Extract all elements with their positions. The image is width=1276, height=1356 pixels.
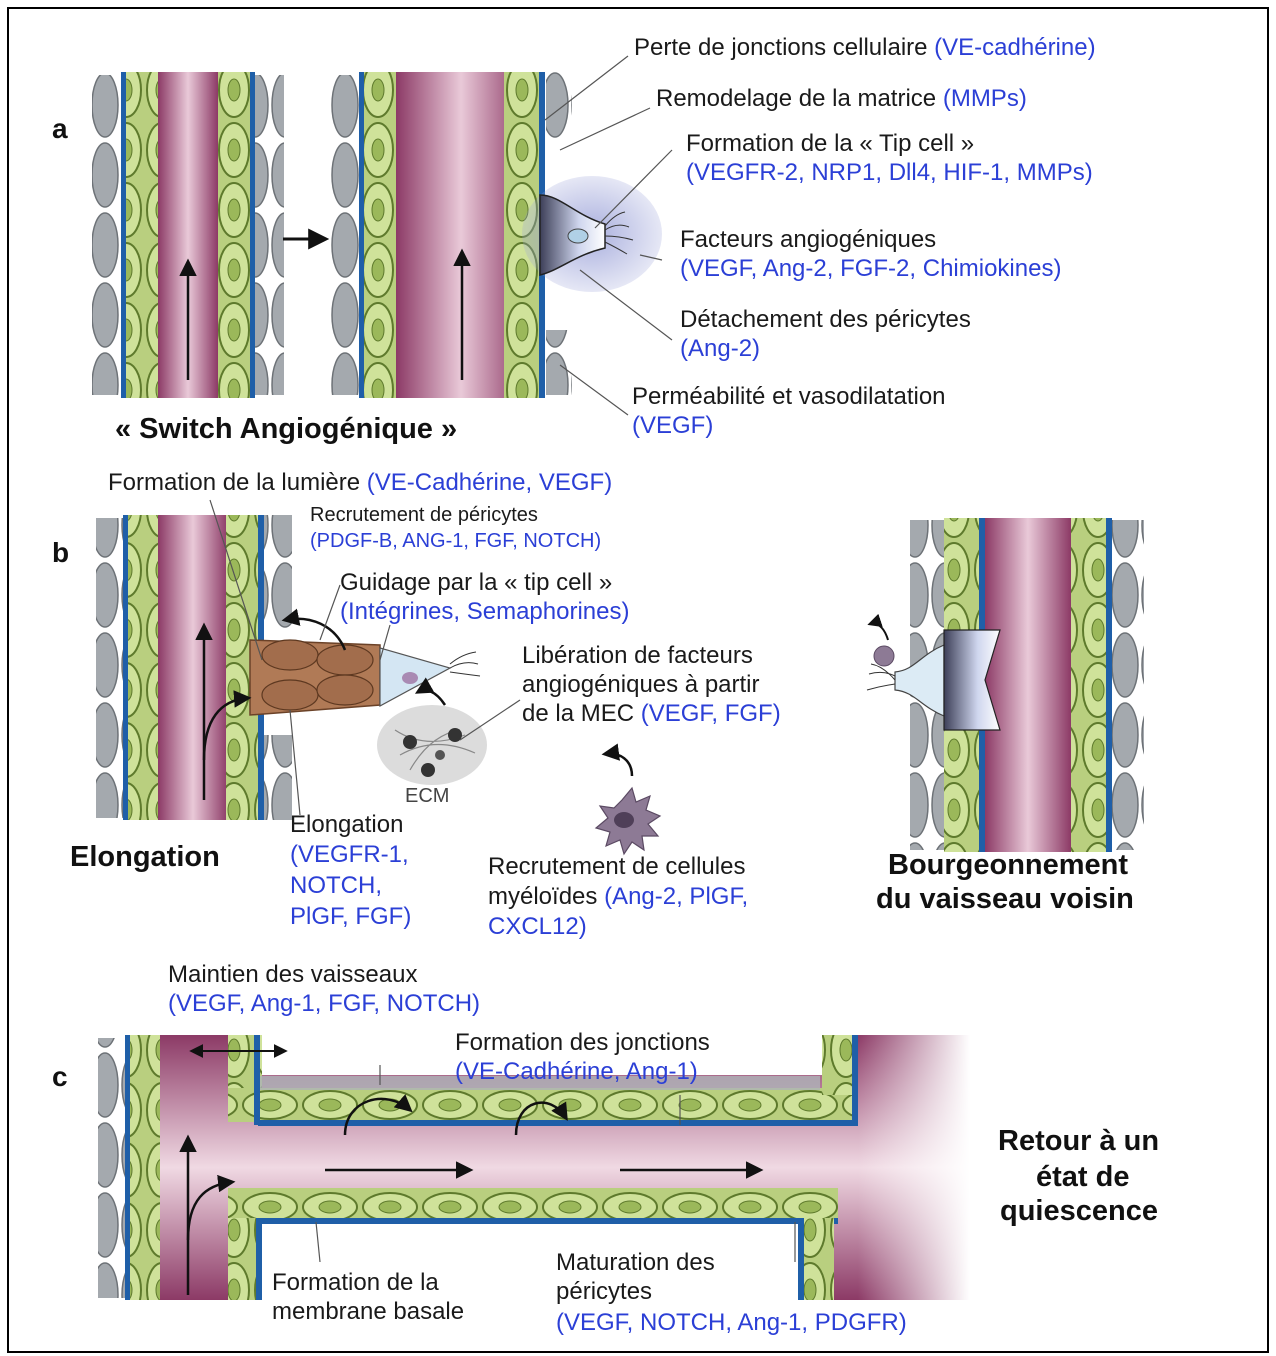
factors-permeabilite: (VEGF) <box>632 411 713 441</box>
label-formation-lumiere: Formation de la lumière (VE-Cadhérine, V… <box>108 468 612 498</box>
label-maturation-line2: péricytes <box>556 1277 652 1307</box>
panel-a-vessel-right <box>330 72 662 398</box>
factors-myeloides-2: CXCL12) <box>488 912 587 942</box>
label-membrane-line1: Formation de la <box>272 1268 439 1298</box>
label-formation-jonctions: Formation des jonctions <box>455 1028 710 1058</box>
panel-b-right-title-2: du vaisseau voisin <box>876 882 1134 916</box>
factors-elongation-2: NOTCH, <box>290 871 382 901</box>
label-maturation-line1: Maturation des <box>556 1248 715 1278</box>
panel-a-vessel-left <box>92 72 284 398</box>
panel-c-letter: c <box>52 1062 68 1092</box>
label-liberation-line1: Libération de facteurs <box>522 641 753 671</box>
label-permeabilite: Perméabilité et vasodilatation <box>632 382 946 412</box>
factors-recrutement-pericytes: (PDGF-B, ANG-1, FGF, NOTCH) <box>310 529 601 553</box>
label-myeloides-line1: Recrutement de cellules <box>488 852 745 882</box>
panel-a-title: « Switch Angiogénique » <box>115 412 457 446</box>
panel-b-right-title-1: Bourgeonnement <box>888 848 1128 882</box>
factors-maintien-vaisseaux: (VEGF, Ang-1, FGF, NOTCH) <box>168 989 480 1019</box>
panel-a-letter: a <box>52 114 68 144</box>
myeloid-cell <box>596 754 660 854</box>
factors-facteurs-angiogeniques: (VEGF, Ang-2, FGF-2, Chimiokines) <box>680 254 1061 284</box>
label-liberation-line2: angiogéniques à partir <box>522 670 760 700</box>
factors-tip-cell: (VEGFR-2, NRP1, Dll4, HIF-1, MMPs) <box>686 158 1093 188</box>
ecm-label: ECM <box>405 784 449 808</box>
label-maintien-vaisseaux: Maintien des vaisseaux <box>168 960 417 990</box>
label-perte-jonctions: Perte de jonctions cellulaire (VE-cadhér… <box>634 33 1096 63</box>
label-elongation: Elongation <box>290 810 403 840</box>
factors-maturation: (VEGF, NOTCH, Ang-1, PDGFR) <box>556 1308 907 1338</box>
factors-formation-jonctions: (VE-Cadhérine, Ang-1) <box>455 1057 698 1087</box>
label-tip-cell: Formation de la « Tip cell » <box>686 129 974 159</box>
label-membrane-line2: membrane basale <box>272 1297 464 1327</box>
panel-c-title-1: Retour à un <box>998 1124 1159 1158</box>
panel-b-vessel-right <box>867 518 1144 852</box>
label-remodelage-matrice: Remodelage de la matrice (MMPs) <box>656 84 1027 114</box>
factors-elongation-3: PlGF, FGF) <box>290 902 411 932</box>
label-facteurs-angiogeniques: Facteurs angiogéniques <box>680 225 936 255</box>
panel-b-letter: b <box>52 538 69 568</box>
label-recrutement-pericytes: Recrutement de péricytes <box>310 503 538 527</box>
panel-b-left-title: Elongation <box>70 840 220 874</box>
factors-detachement-pericytes: (Ang-2) <box>680 334 760 364</box>
panel-c-title-3: quiescence <box>1000 1194 1158 1228</box>
panel-c-title-2: état de <box>1036 1160 1129 1194</box>
label-guidage-tip-cell: Guidage par la « tip cell » <box>340 568 612 598</box>
label-myeloides-line2: myéloïdes (Ang-2, PlGF, <box>488 882 748 912</box>
factors-guidage-tip-cell: (Intégrines, Semaphorines) <box>340 597 629 627</box>
label-liberation-line3: de la MEC (VEGF, FGF) <box>522 699 781 729</box>
factors-elongation-1: (VEGFR-1, <box>290 840 409 870</box>
ecm-blob <box>377 705 487 785</box>
label-detachement-pericytes: Détachement des péricytes <box>680 305 971 335</box>
